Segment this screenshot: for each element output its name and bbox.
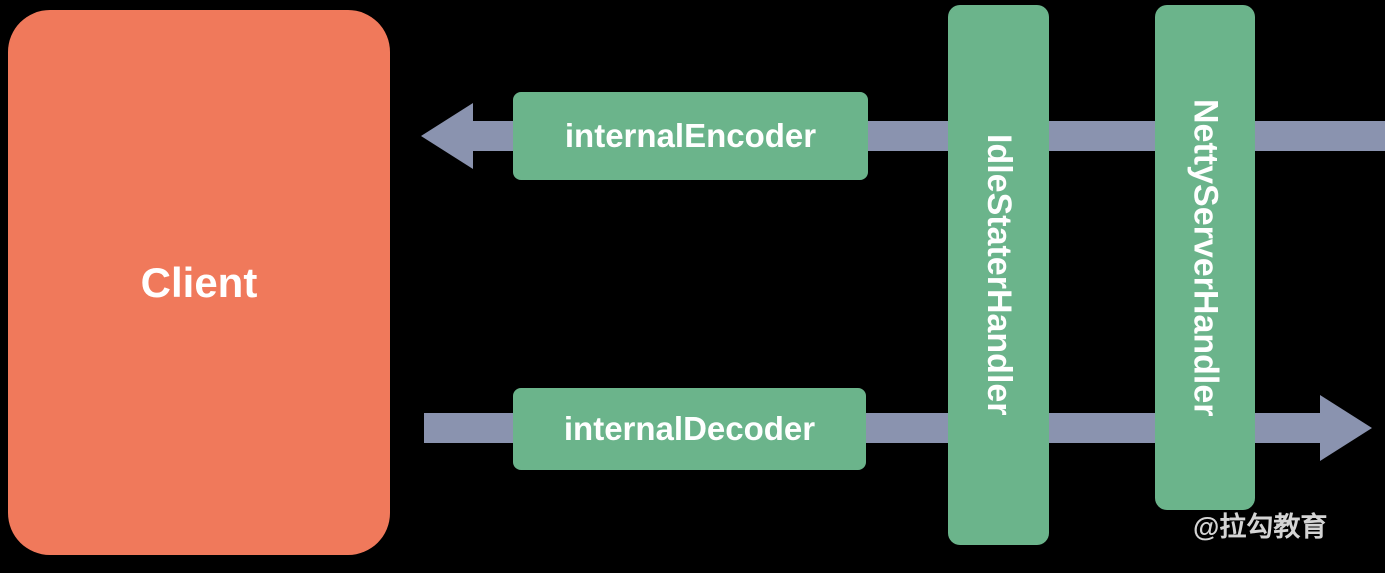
idle-stater-handler-label: IdleStaterHandler [980,134,1018,416]
netty-server-handler-label: NettyServerHandler [1186,98,1225,417]
arrow-left-icon [421,103,473,169]
idle-stater-handler-node: IdleStaterHandler [948,5,1049,545]
internal-encoder-node: internalEncoder [513,92,868,180]
internal-decoder-label: internalDecoder [563,410,816,447]
client-label: Client [140,258,258,306]
arrow-right-icon [1320,395,1372,461]
client-node: Client [8,10,390,555]
watermark: @拉勾教育 [1193,512,1328,542]
internal-encoder-label: internalEncoder [564,117,817,154]
netty-server-handler-node: NettyServerHandler [1155,5,1255,510]
internal-decoder-node: internalDecoder [513,388,866,470]
